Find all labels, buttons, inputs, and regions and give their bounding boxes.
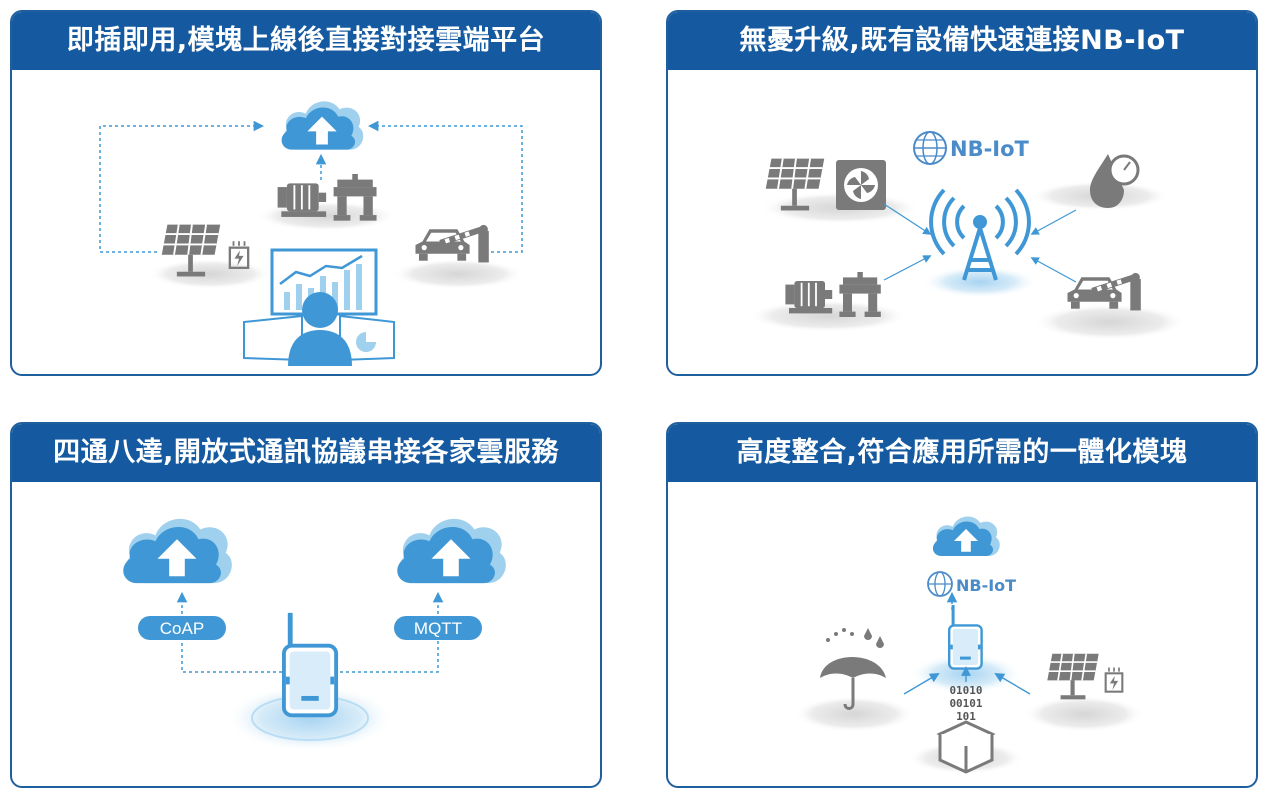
rain-umbrella-icon xyxy=(820,628,886,710)
plug-and-play-diagram xyxy=(99,101,524,366)
mqtt-label: MQTT xyxy=(414,619,462,638)
cloud-upload-icon xyxy=(281,101,364,150)
binary-row: 01010 xyxy=(949,684,982,697)
open-protocols-diagram: CoAP MQTT xyxy=(123,518,506,752)
panel-nbiot-upgrade: 無憂升級,既有設備快速連接NB-IoT NB-IoT xyxy=(666,10,1258,376)
panel-title: 四通八達,開放式通訊協議串接各家雲服務 xyxy=(12,424,600,482)
car-shadow xyxy=(1034,304,1186,340)
integrated-module-diagram: NB-IoT 01010 00101 101 xyxy=(794,516,1144,774)
car-barrier-icon xyxy=(415,224,489,263)
cell-tower-icon xyxy=(929,188,1031,281)
panel-plug-and-play: 即插即用,模塊上線後直接對接雲端平台 xyxy=(10,10,602,376)
nbiot-logo-text: NB-IoT xyxy=(950,137,1030,161)
binary-row: 00101 xyxy=(949,697,982,710)
cloud-upload-icon xyxy=(123,518,232,584)
coap-label: CoAP xyxy=(160,619,204,638)
nbiot-upgrade-diagram: NB-IoT xyxy=(748,131,1186,340)
panel-integrated-module: 高度整合,符合應用所需的一體化模塊 NB-IoT 01010 00101 xyxy=(666,422,1258,788)
panel-open-protocols: 四通八達,開放式通訊協議串接各家雲服務 CoAP MQTT xyxy=(10,422,602,788)
binary-row: 101 xyxy=(956,710,976,723)
water-drop-icon xyxy=(1090,154,1124,208)
iot-module-icon xyxy=(282,612,339,718)
iot-module-icon xyxy=(948,603,983,670)
device-glow xyxy=(226,684,394,752)
motor-shadow xyxy=(748,300,908,332)
panel-title: 即插即用,模塊上線後直接對接雲端平台 xyxy=(12,12,600,70)
cloud-upload-icon xyxy=(397,518,506,584)
solar-shadow xyxy=(148,259,272,289)
person-icon xyxy=(302,292,338,328)
solar-shadow xyxy=(1024,696,1144,732)
coap-badge xyxy=(138,616,226,640)
nbiot-logo: NB-IoT xyxy=(927,571,1016,597)
panel-title: 無憂升級,既有設備快速連接NB-IoT xyxy=(668,12,1256,70)
nbiot-logo-text: NB-IoT xyxy=(956,576,1016,595)
mqtt-badge xyxy=(394,616,482,640)
nbiot-logo: NB-IoT xyxy=(913,131,1030,165)
car-shadow xyxy=(392,259,524,289)
weather-shadow xyxy=(794,696,914,732)
battery-icon xyxy=(1104,666,1124,693)
open-box-icon xyxy=(936,720,996,774)
solar-panel-icon xyxy=(1046,652,1100,701)
tower-glow xyxy=(922,266,1038,298)
cloud-upload-icon xyxy=(932,516,1000,557)
panel-title: 高度整合,符合應用所需的一體化模塊 xyxy=(668,424,1256,482)
